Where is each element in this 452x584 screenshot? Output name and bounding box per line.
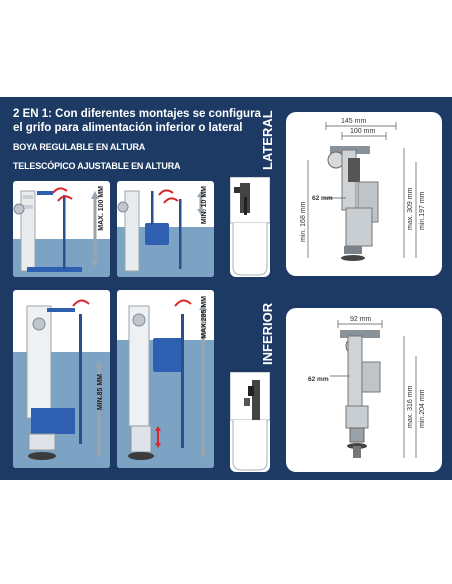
dim-min-10: MIN. 10 MM: [201, 186, 208, 225]
telescopic-valve-max-drawing: [117, 299, 214, 468]
dim-lat-145: 145 mm: [341, 118, 366, 125]
headline-line-2: el grifo para alimentación inferior o la…: [13, 122, 243, 134]
dim-inf-max316: max. 316 mm: [407, 385, 414, 428]
cistern-inferior-drawing: [230, 372, 270, 471]
illustration-boya-max: [13, 181, 110, 277]
subtitle-boya: BOYA REGULABLE EN ALTURA: [13, 142, 146, 152]
float-valve-min-drawing: [117, 189, 214, 277]
dim-min-85: MIN.85 MM: [97, 374, 104, 411]
dim-lat-min197: min.197 mm: [419, 191, 426, 230]
illustration-telescopico-max: [117, 290, 214, 468]
headline: 2 EN 1: Con diferentes montajes se confi…: [13, 107, 261, 135]
inferior-dimension-drawing: 92 mm 62 mm max. 316 mm min.204 mm: [308, 316, 426, 458]
cistern-lateral-drawing: [230, 177, 270, 276]
label-inferior: INFERIOR: [260, 302, 275, 365]
illustration-boya-min: [117, 181, 214, 277]
dim-inf-62: 62 mm: [308, 376, 329, 383]
dim-max-285: MAX.285 MM: [201, 296, 208, 339]
headline-line-1: 2 EN 1: Con diferentes montajes se confi…: [13, 108, 261, 120]
dim-lat-100: 100 mm: [350, 128, 375, 135]
telescopic-valve-min-drawing: [13, 299, 110, 468]
dim-inf-92: 92 mm: [350, 316, 372, 323]
illustration-cistern-lateral: [230, 177, 270, 277]
dim-inf-min204: min.204 mm: [419, 389, 426, 428]
dim-lat-62: 62 mm: [312, 195, 333, 202]
illustration-telescopico-min: [13, 290, 110, 468]
lateral-dimension-drawing: 145 mm 100 mm 62 mm min. 168 mm max. 309…: [300, 118, 426, 261]
dim-max-100: MAX. 100 MM: [98, 186, 105, 231]
diagram-inferior: 92 mm 62 mm max. 316 mm min.204 mm: [286, 308, 442, 472]
diagram-lateral: 145 mm 100 mm 62 mm min. 168 mm max. 309…: [286, 112, 442, 276]
illustration-cistern-inferior: [230, 372, 270, 472]
label-lateral: LATERAL: [260, 110, 275, 170]
dim-lat-max309: max. 309 mm: [407, 187, 414, 230]
float-valve-max-drawing: [13, 187, 110, 277]
dim-lat-min168: min. 168 mm: [300, 201, 307, 242]
subtitle-telescopico: TELESCÓPICO AJUSTABLE EN ALTURA: [13, 161, 181, 171]
